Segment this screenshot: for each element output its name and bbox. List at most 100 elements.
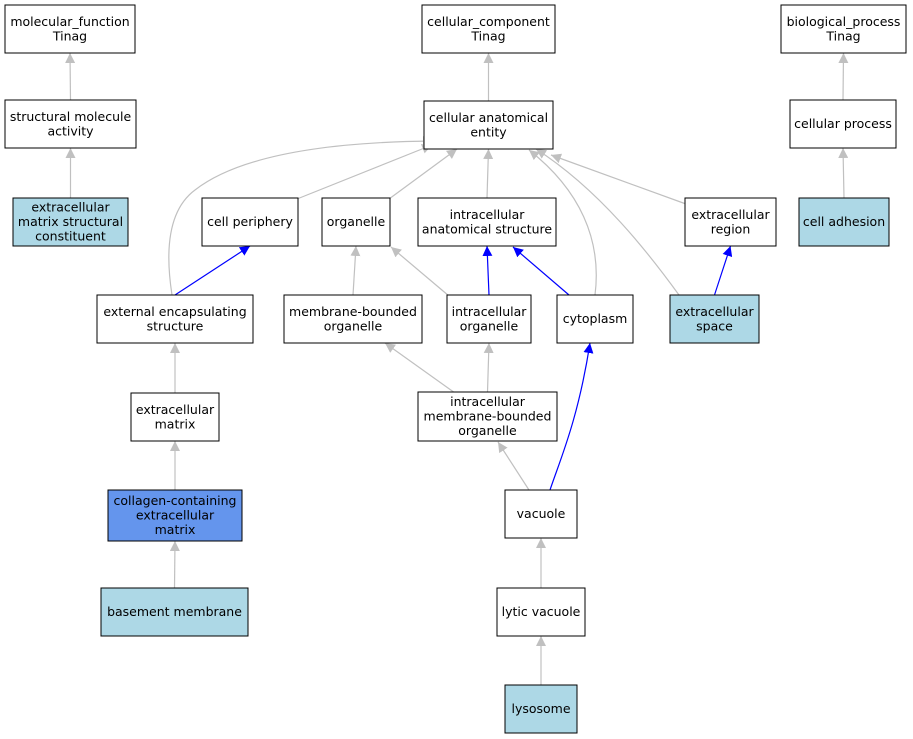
node-label-line: cell adhesion (803, 214, 885, 229)
node-box (798, 197, 890, 247)
node-cytoplasm[interactable]: cytoplasm (556, 294, 634, 344)
node-label-line: molecular_function (10, 14, 129, 29)
edge-intracellular-anatomical-structure-to-cellular-anatomical-entity (483, 148, 494, 199)
node-organelle[interactable]: organelle (321, 197, 391, 247)
node-label-line: membrane-bounded (289, 304, 417, 319)
edge-intracellular-organelle-to-organelle (390, 246, 450, 297)
node-label-line: intracellular (450, 394, 526, 409)
node-box (4, 99, 137, 149)
node-label-line: entity (470, 124, 507, 139)
edge-membrane-bounded-organelle-to-organelle (350, 245, 361, 296)
edge-external-encapsulating-structure-to-cellular-anatomical-entity (168, 136, 434, 296)
node-box (789, 99, 897, 149)
node-label-line: organelle (460, 318, 519, 333)
edge-external-encapsulating-structure-to-cell-periphery (174, 245, 251, 296)
node-label-line: cytoplasm (563, 311, 628, 326)
node-label-line: external encapsulating (103, 304, 246, 319)
edge-vacuole-to-cytoplasm (549, 342, 594, 491)
node-box (107, 489, 243, 542)
node-box (504, 684, 578, 734)
node-label-line: basement membrane (107, 604, 242, 619)
node-box (96, 294, 254, 344)
node-label-line: activity (47, 123, 94, 138)
edge-extracellular-space-to-cellular-anatomical-entity (535, 148, 680, 296)
edge-cell-periphery-to-cellular-anatomical-entity (296, 144, 433, 200)
node-basement-membrane[interactable]: basement membrane (100, 587, 249, 637)
node-vacuole[interactable]: vacuole (504, 489, 578, 539)
node-box (423, 100, 554, 150)
node-label-line: intracellular (452, 304, 528, 319)
node-label-line: matrix (155, 522, 196, 537)
node-label-line: extracellular (675, 304, 754, 319)
node-box (12, 197, 129, 247)
edge-structural-molecule-activity-to-molecular-function (65, 52, 76, 101)
edge-cellular-process-to-biological-process (838, 52, 849, 101)
edge-basement-membrane-to-collagen-containing-ecm (169, 540, 180, 589)
edge-organelle-to-cellular-anatomical-entity (388, 148, 458, 200)
edge-cytoplasm-to-cellular-anatomical-entity (528, 149, 597, 296)
node-box (669, 294, 760, 344)
node-cell-adhesion[interactable]: cell adhesion (798, 197, 890, 247)
node-box (417, 197, 557, 247)
edge-cytoplasm-to-intracellular-anatomical-structure (512, 246, 570, 296)
node-label-line: cellular_component (427, 14, 550, 29)
node-box (201, 197, 299, 247)
node-cellular-process[interactable]: cellular process (789, 99, 897, 149)
node-label-line: cell periphery (207, 214, 293, 229)
edge-intracellular-mb-organelle-to-intracellular-organelle (483, 342, 494, 393)
node-box (556, 294, 634, 344)
node-lysosome[interactable]: lysosome (504, 684, 578, 734)
node-label-line: biological_process (787, 14, 901, 29)
node-label-line: region (711, 221, 751, 236)
node-box (283, 294, 423, 344)
edge-extracellular-space-to-extracellular-region (713, 245, 733, 296)
node-label-line: structure (147, 318, 204, 333)
node-label-line: space (696, 318, 733, 333)
node-label-line: organelle (327, 214, 386, 229)
node-label-line: lytic vacuole (502, 604, 581, 619)
node-label-line: extracellular (136, 402, 215, 417)
node-box (4, 4, 136, 54)
node-label-line: organelle (324, 318, 383, 333)
node-label-line: anatomical structure (422, 221, 552, 236)
node-label-line: extracellular (31, 200, 110, 215)
edge-intracellular-mb-organelle-to-membrane-bounded-organelle (384, 342, 456, 394)
node-label-line: intracellular (450, 207, 526, 222)
node-box (417, 391, 558, 442)
node-box (321, 197, 391, 247)
node-label-line: cellular process (794, 116, 892, 131)
node-lytic-vacuole[interactable]: lytic vacuole (496, 587, 586, 637)
node-label-line: vacuole (517, 506, 566, 521)
node-cell-periphery[interactable]: cell periphery (201, 197, 299, 247)
node-box (421, 4, 556, 54)
node-box (780, 4, 907, 54)
node-label-line: organelle (458, 423, 517, 438)
node-label-line: constituent (35, 229, 106, 244)
edge-cell-adhesion-to-cellular-process (838, 147, 849, 199)
node-box (496, 587, 586, 637)
node-box (446, 294, 532, 344)
edges-layer (65, 52, 849, 685)
node-label-line: matrix structural (18, 214, 123, 229)
node-label-line: Tinag (470, 28, 505, 43)
node-label-line: matrix (155, 416, 196, 431)
node-label-line: lysosome (511, 701, 570, 716)
edge-extracellular-region-to-cellular-anatomical-entity (550, 153, 687, 205)
node-box (504, 489, 578, 539)
